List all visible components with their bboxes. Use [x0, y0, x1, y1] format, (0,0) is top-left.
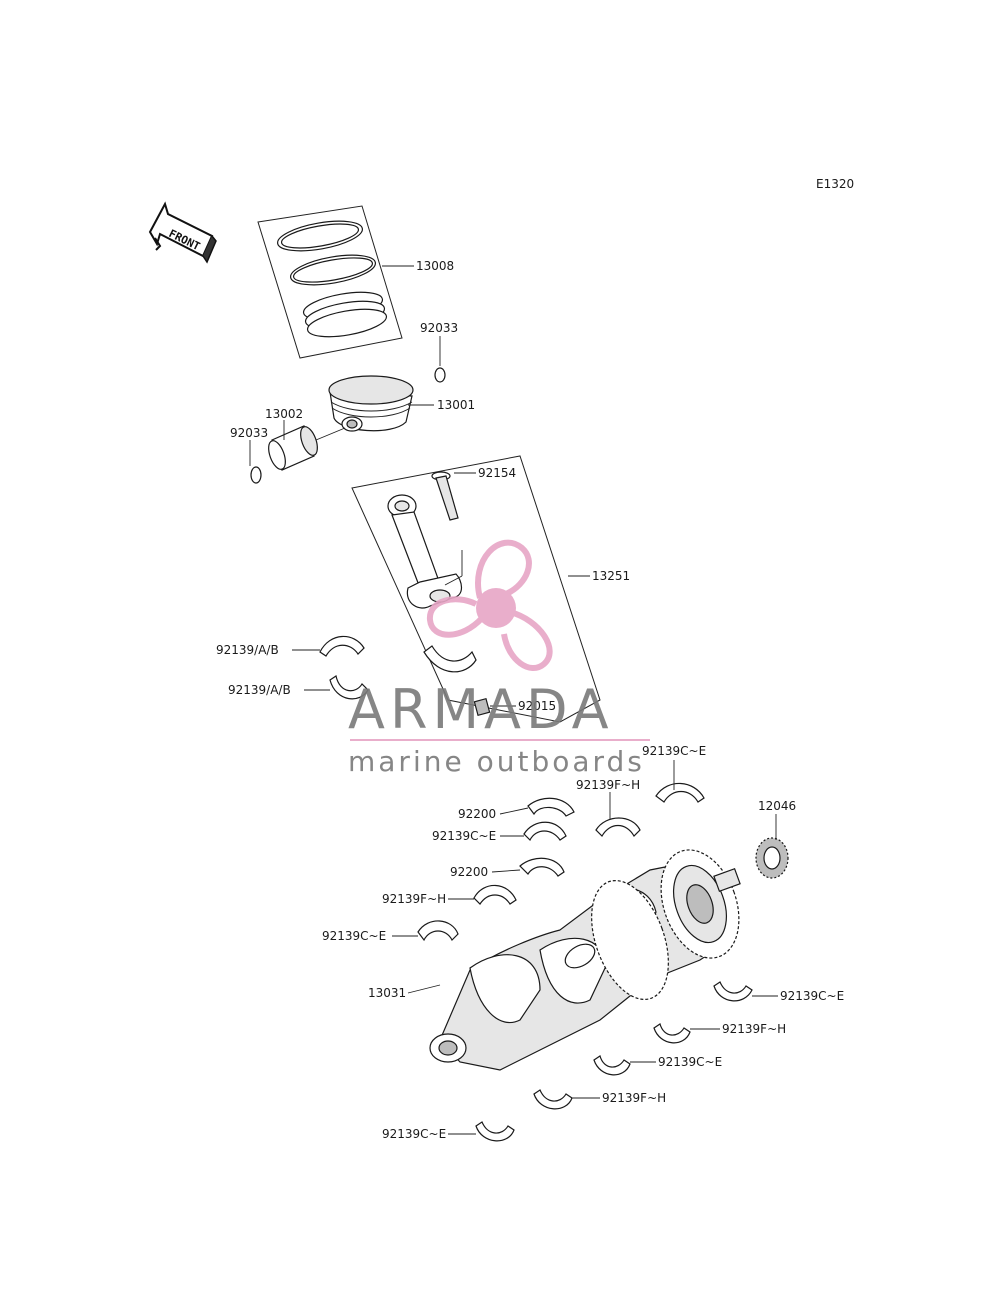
- watermark-brand: ARMADA: [348, 678, 614, 741]
- conrod-frame: [351, 455, 601, 723]
- conrod-bearing-upper: [319, 635, 365, 657]
- connecting-rod: [387, 494, 477, 673]
- part-label: 92139F~H: [722, 1022, 786, 1036]
- crankshaft: [429, 849, 741, 1071]
- part-label: 92139C~E: [780, 989, 844, 1003]
- part-label: 92139F~H: [576, 778, 640, 792]
- conrod-bolt: [431, 471, 459, 521]
- main-bearings: [417, 782, 753, 1142]
- leader-lines: [249, 265, 778, 1135]
- snap-ring-left: [250, 466, 262, 484]
- watermark-tagline: marine outboards: [348, 745, 645, 778]
- piston-pin: [268, 425, 346, 471]
- part-label: 13251: [592, 569, 630, 583]
- conrod-bearing-lower: [329, 675, 369, 700]
- part-label: 92033: [420, 321, 458, 335]
- part-label: 92139/A/B: [216, 643, 279, 657]
- diagram-code: E1320: [816, 177, 854, 191]
- part-label: 92154: [478, 466, 516, 480]
- part-label: 13001: [437, 398, 475, 412]
- part-label: 92015: [518, 699, 556, 713]
- watermark: ARMADA marine outboards: [348, 539, 650, 778]
- part-label: 92139C~E: [382, 1127, 446, 1141]
- part-label: 12046: [758, 799, 796, 813]
- conrod-nut: [473, 697, 491, 717]
- piston-rings: [276, 220, 388, 338]
- part-label: 92033: [230, 426, 268, 440]
- part-label: 13002: [265, 407, 303, 421]
- piston-ring-frame: [257, 205, 403, 359]
- part-number-labels: 13008 92033 13001 13002 92033 92154 1325…: [216, 259, 844, 1141]
- part-label: 92139C~E: [322, 929, 386, 943]
- part-label: 92200: [458, 807, 496, 821]
- propeller-logo-icon: [427, 539, 553, 672]
- part-label: 13031: [368, 986, 406, 1000]
- part-label: 92139F~H: [602, 1091, 666, 1105]
- part-label: 92139C~E: [658, 1055, 722, 1069]
- crank-sprocket: [755, 837, 789, 879]
- part-label: 92139F~H: [382, 892, 446, 906]
- part-label: 92139/A/B: [228, 683, 291, 697]
- part-label: 92139C~E: [432, 829, 496, 843]
- snap-ring-right: [434, 367, 446, 383]
- part-label: 92200: [450, 865, 488, 879]
- part-label: 13008: [416, 259, 454, 273]
- piston: [328, 375, 414, 432]
- part-label: 92139C~E: [642, 744, 706, 758]
- front-arrow-icon: FRONT: [148, 201, 217, 264]
